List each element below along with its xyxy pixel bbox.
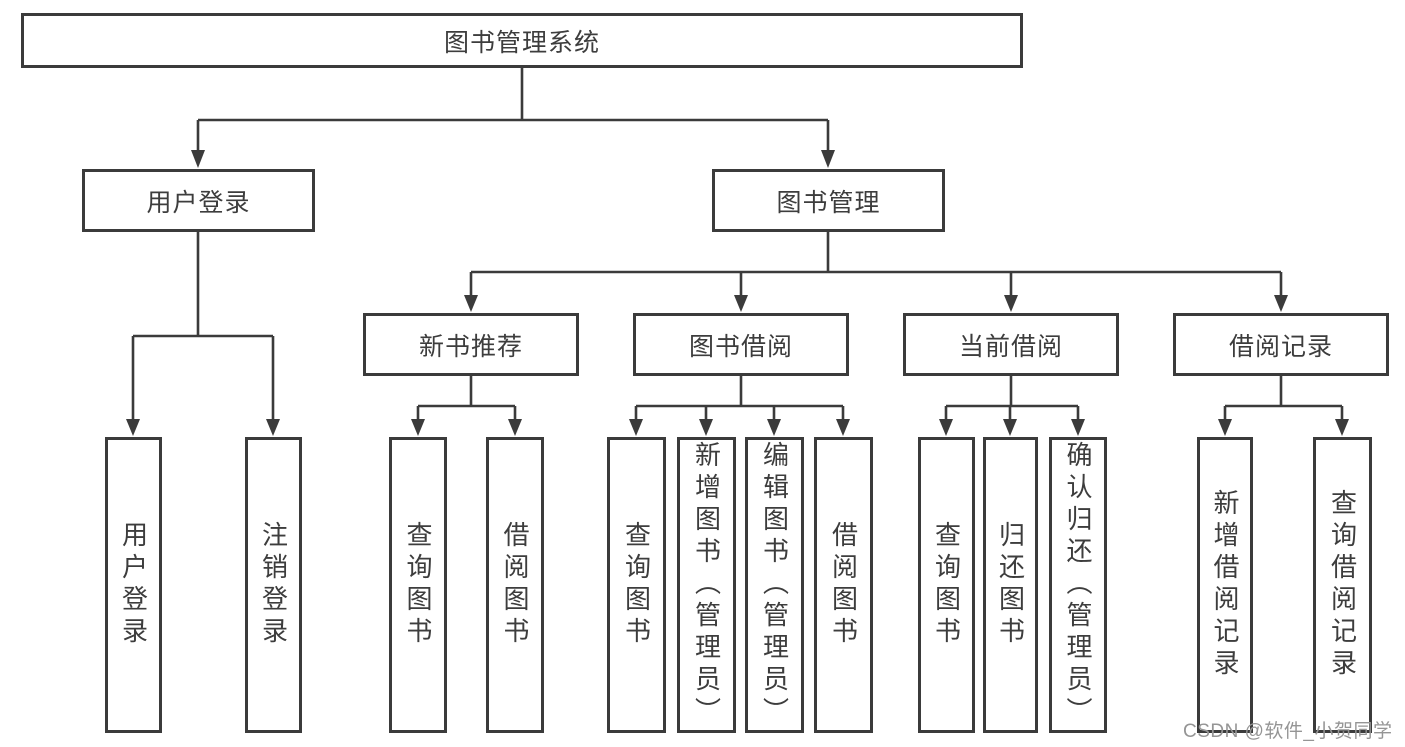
csdn-watermark: CSDN @软件_小贺同学 [1183,721,1393,742]
node-library-management-system: 图书管理系统 [21,13,1023,68]
node-label: 用户登录 [146,188,251,217]
node-label: 注销登录 [258,521,289,649]
arrowheads [126,150,1349,436]
leaf-bb-query-books: 查询图书 [607,437,666,733]
node-label: 借阅图书 [828,521,859,649]
leaf-bb-edit-books-admin: 编辑图书（管理员） [745,437,804,733]
node-label: 新书推荐 [418,332,523,361]
node-borrowing-records: 借阅记录 [1173,313,1389,376]
node-new-book-recommendation: 新书推荐 [363,313,579,376]
leaf-br-add-record: 新增借阅记录 [1197,437,1253,733]
node-label: 归还图书 [995,521,1026,649]
leaf-br-query-record: 查询借阅记录 [1313,437,1372,733]
node-label: 图书管理系统 [443,28,600,57]
node-book-management: 图书管理 [712,169,945,232]
node-label: 图书借阅 [688,332,793,361]
node-label: 查询图书 [621,521,652,649]
node-label: 确认归还（管理员） [1063,441,1093,729]
leaf-rec-borrow-books: 借阅图书 [486,437,544,733]
leaf-cb-confirm-return-admin: 确认归还（管理员） [1049,437,1107,733]
node-label: 新增借阅记录 [1210,489,1240,681]
node-label: 借阅记录 [1228,332,1333,361]
node-current-borrowing: 当前借阅 [903,313,1119,376]
node-label: 查询图书 [403,521,433,649]
node-label: 借阅图书 [500,521,530,649]
node-label: 编辑图书（管理员） [759,441,790,729]
connector-segments [131,68,1344,421]
node-book-borrowing: 图书借阅 [633,313,849,376]
node-label: 查询借阅记录 [1327,489,1358,681]
node-label: 查询图书 [931,521,962,649]
leaf-bb-add-books-admin: 新增图书（管理员） [677,437,736,733]
leaf-cb-return-books: 归还图书 [983,437,1038,733]
node-user-login: 用户登录 [82,169,315,232]
leaf-rec-query-books: 查询图书 [389,437,447,733]
node-label: 用户登录 [118,521,149,649]
leaf-cb-query-books: 查询图书 [918,437,975,733]
leaf-user-login: 用户登录 [105,437,162,733]
node-label: 新增图书（管理员） [691,441,722,729]
node-label: 当前借阅 [958,332,1063,361]
leaf-logout: 注销登录 [245,437,302,733]
node-label: 图书管理 [776,188,881,217]
leaf-bb-borrow-books: 借阅图书 [814,437,873,733]
